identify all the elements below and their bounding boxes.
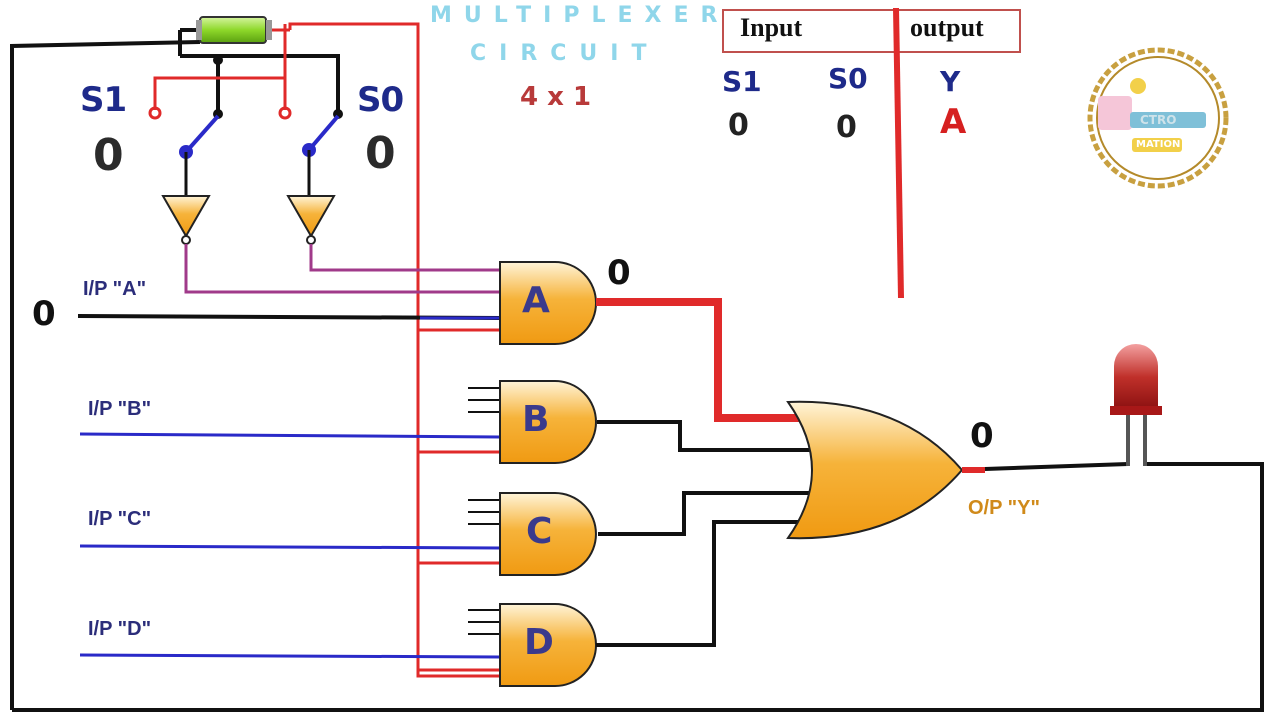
gate-a-output-value: 0 bbox=[607, 253, 631, 293]
outer-wire bbox=[10, 40, 1264, 712]
s1-value: 0 bbox=[93, 130, 124, 181]
output-label: O/P "Y" bbox=[968, 497, 1040, 519]
output-wire bbox=[962, 462, 1129, 473]
gate-d-letter: D bbox=[524, 622, 554, 663]
and-gate-a bbox=[499, 261, 597, 345]
switch-icon[interactable] bbox=[179, 109, 223, 196]
not-gate-icon bbox=[161, 195, 211, 245]
subtitle: 4 x 1 bbox=[520, 82, 592, 112]
or-gate-icon bbox=[786, 400, 964, 540]
gate-output-wires bbox=[596, 298, 830, 647]
and-gate-c bbox=[499, 492, 597, 576]
table-value-y: A bbox=[940, 102, 967, 142]
red-supply-wire bbox=[153, 22, 500, 678]
input-wires bbox=[77, 314, 501, 659]
s1-label: S1 bbox=[80, 80, 127, 120]
logo-text-2: MATION bbox=[1136, 139, 1181, 150]
and-gate-d bbox=[499, 603, 597, 687]
input-c-label: I/P "C" bbox=[88, 508, 152, 530]
table-value-s1: 0 bbox=[728, 108, 749, 143]
s0-label: S0 bbox=[357, 80, 404, 120]
gate-b-letter: B bbox=[522, 399, 550, 440]
purple-wire bbox=[184, 244, 500, 294]
table-col-s0: S0 bbox=[828, 62, 868, 95]
truth-table-frame bbox=[722, 7, 1021, 299]
logo-icon bbox=[1087, 47, 1229, 189]
logo-text-1: CTRO bbox=[1140, 113, 1177, 127]
battery-icon bbox=[178, 16, 290, 56]
table-value-s0: 0 bbox=[836, 110, 857, 145]
table-col-s1: S1 bbox=[722, 65, 762, 98]
gate-c-letter: C bbox=[526, 511, 553, 552]
title-line-2: CIRCUIT bbox=[470, 41, 660, 66]
input-d-label: I/P "D" bbox=[88, 618, 152, 640]
switch-icon[interactable] bbox=[302, 109, 343, 196]
s0-value: 0 bbox=[365, 128, 396, 179]
gate-a-letter: A bbox=[522, 280, 550, 321]
led-icon bbox=[1110, 344, 1162, 466]
table-input-header: Input bbox=[740, 13, 803, 42]
gate-stubs bbox=[468, 387, 500, 635]
input-a-label: I/P "A" bbox=[83, 278, 147, 300]
input-a-value: 0 bbox=[32, 294, 56, 334]
supply-wire bbox=[180, 54, 340, 113]
not-gate-icon bbox=[286, 195, 336, 245]
title-line-1: MULTIPLEXER bbox=[430, 3, 730, 28]
or-output-value: 0 bbox=[970, 416, 994, 456]
and-gate-b bbox=[499, 380, 597, 464]
table-col-y: Y bbox=[940, 65, 961, 98]
table-output-header: output bbox=[910, 13, 984, 42]
input-b-label: I/P "B" bbox=[88, 398, 152, 420]
